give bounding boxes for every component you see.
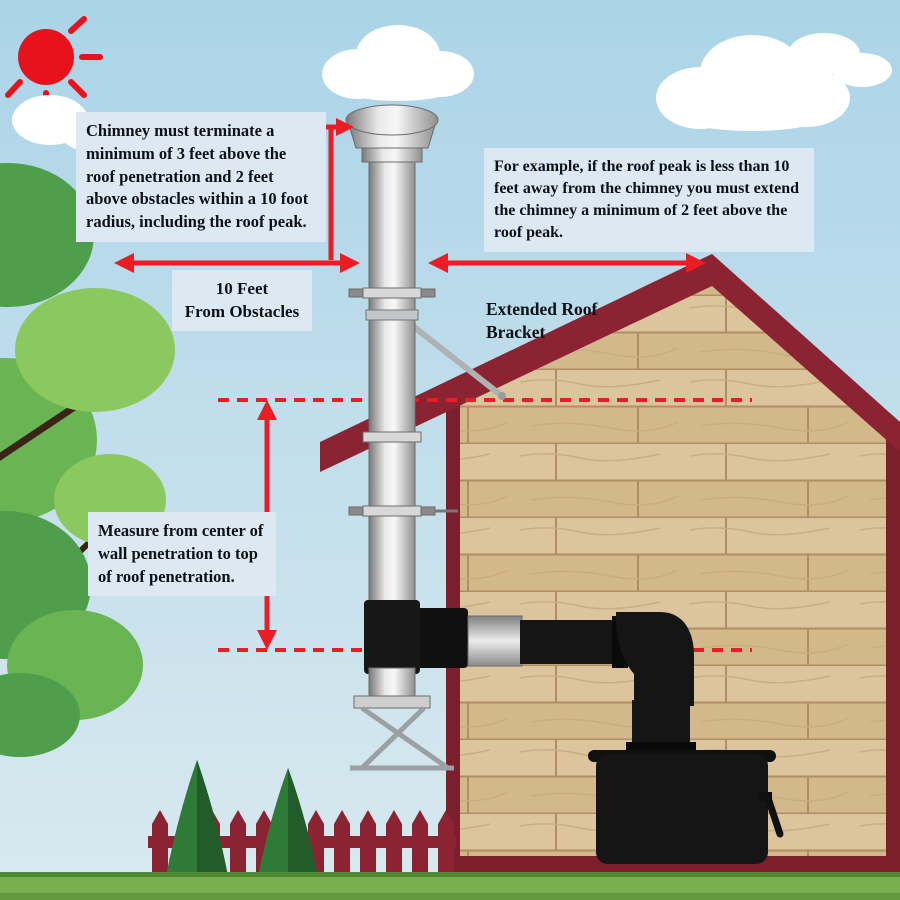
wood-stove [588, 750, 784, 864]
tee-support-flange [353, 695, 431, 709]
callout-ten-feet-from-obstacles: 10 Feet From Obstacles [172, 270, 312, 331]
deciduous-tree [0, 163, 175, 757]
evergreen-trees [165, 760, 319, 882]
chimney-cap [345, 104, 439, 163]
callout-measure-note: Measure from center of wall penetration … [88, 512, 276, 597]
clearance-arrow-right [428, 253, 706, 273]
chimney-tee [364, 600, 420, 674]
wall-support-bracket [350, 705, 454, 771]
pipe-joint-rings [348, 287, 458, 517]
measurement-arrows [114, 118, 706, 650]
grass [0, 872, 900, 900]
label-extended-roof-bracket: Extended Roof Bracket [486, 299, 598, 342]
wall-right-border [886, 438, 900, 876]
clearance-arrow-left [114, 253, 360, 273]
callout-terminate-rule: Chimney must terminate a minimum of 3 fe… [76, 112, 326, 242]
house-roof [320, 254, 900, 472]
extended-roof-bracket-strut [398, 313, 506, 400]
callout-roof-peak-example: For example, if the roof peak is less th… [484, 148, 814, 253]
chimney [345, 104, 458, 771]
house-wall [446, 286, 900, 876]
wall-bottom-border [446, 856, 900, 876]
